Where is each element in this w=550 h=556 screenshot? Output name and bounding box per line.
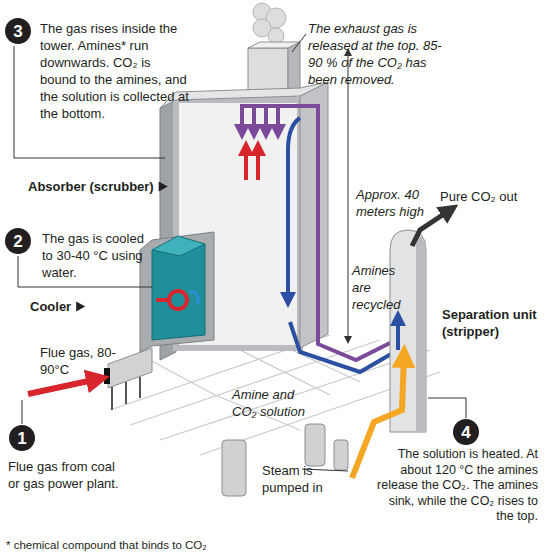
callout-text: Flue gas from coal or gas power plant.: [8, 458, 130, 492]
chimney-top: [248, 42, 300, 48]
part-name: Absorber (scrubber): [28, 178, 168, 195]
flow-label: Amine and CO₂ solution: [232, 386, 322, 420]
callout-circle: 1: [9, 425, 35, 451]
callout-text: The gas rises inside the tower. Amines* …: [40, 20, 190, 122]
leader-line: [22, 400, 23, 424]
callout-circle: 4: [453, 419, 479, 445]
cooling-coil: [169, 291, 187, 309]
support-leg: [139, 377, 141, 398]
callout-circle: 2: [5, 228, 31, 254]
tank: [305, 424, 325, 466]
callout-number: 3: [13, 23, 22, 40]
solution-pipe: [290, 322, 398, 372]
cooler-casing: [140, 232, 214, 352]
callout-number: 2: [13, 233, 22, 250]
stripper-shade: [416, 234, 426, 432]
flow-label: Flue gas, 80-90°C: [40, 344, 130, 378]
leader-line: [428, 398, 466, 418]
gas-arrow: [244, 148, 248, 180]
callout-text: The solution is heated. At about 120 °C …: [376, 447, 538, 525]
amine-arrow: [264, 106, 268, 132]
flue-gas-arrow: [28, 379, 98, 394]
part-name: Cooler: [30, 298, 90, 315]
storage-tanks: [222, 424, 348, 496]
pointer-triangle: [159, 182, 168, 192]
flow-label: Steam is pumped in: [262, 462, 342, 496]
height-dimension: [348, 52, 349, 340]
leader-line: [292, 34, 306, 52]
gas-inlet: [156, 298, 170, 302]
tank: [222, 440, 246, 496]
part-name: Separation unit (stripper): [442, 306, 542, 340]
cooler-body: [152, 244, 205, 340]
callout-number: 1: [17, 430, 26, 447]
gas-arrow: [256, 148, 260, 180]
pointer-triangle: [76, 302, 85, 312]
footnote: * chemical compound that binds to CO₂: [6, 538, 306, 552]
amine-arrow: [252, 106, 256, 132]
solution-flow: [288, 118, 300, 300]
tank: [334, 440, 348, 470]
support-leg: [125, 382, 127, 404]
amine-arrow: [276, 106, 280, 132]
solution-rise: [396, 318, 400, 350]
steam-pipe: [352, 356, 404, 478]
tower-right-wall: [300, 82, 328, 348]
callout-number: 4: [461, 424, 470, 441]
amine-flow-arrows: [242, 106, 278, 132]
smoke-plume: [253, 3, 286, 44]
flow-label: Amines are recycled: [352, 262, 408, 313]
cooler-top: [152, 236, 205, 256]
note-text: The exhaust gas is released at the top. …: [308, 20, 446, 88]
stripper-column: [390, 230, 426, 432]
callout-text: The gas is cooled to 30-40 °C using wate…: [42, 230, 154, 281]
flow-label: Pure CO₂ out: [440, 188, 540, 205]
duct-supports: [112, 377, 140, 410]
duct-inlet: [104, 368, 110, 384]
callout-circle: 3: [5, 18, 31, 44]
gas-flow-arrows: [246, 148, 258, 180]
dimension-label: Approx. 40 meters high: [356, 186, 428, 220]
amine-return-pipe: [240, 106, 404, 360]
water-loop: [190, 292, 198, 304]
amine-arrow: [240, 106, 244, 132]
support-leg: [111, 387, 113, 410]
